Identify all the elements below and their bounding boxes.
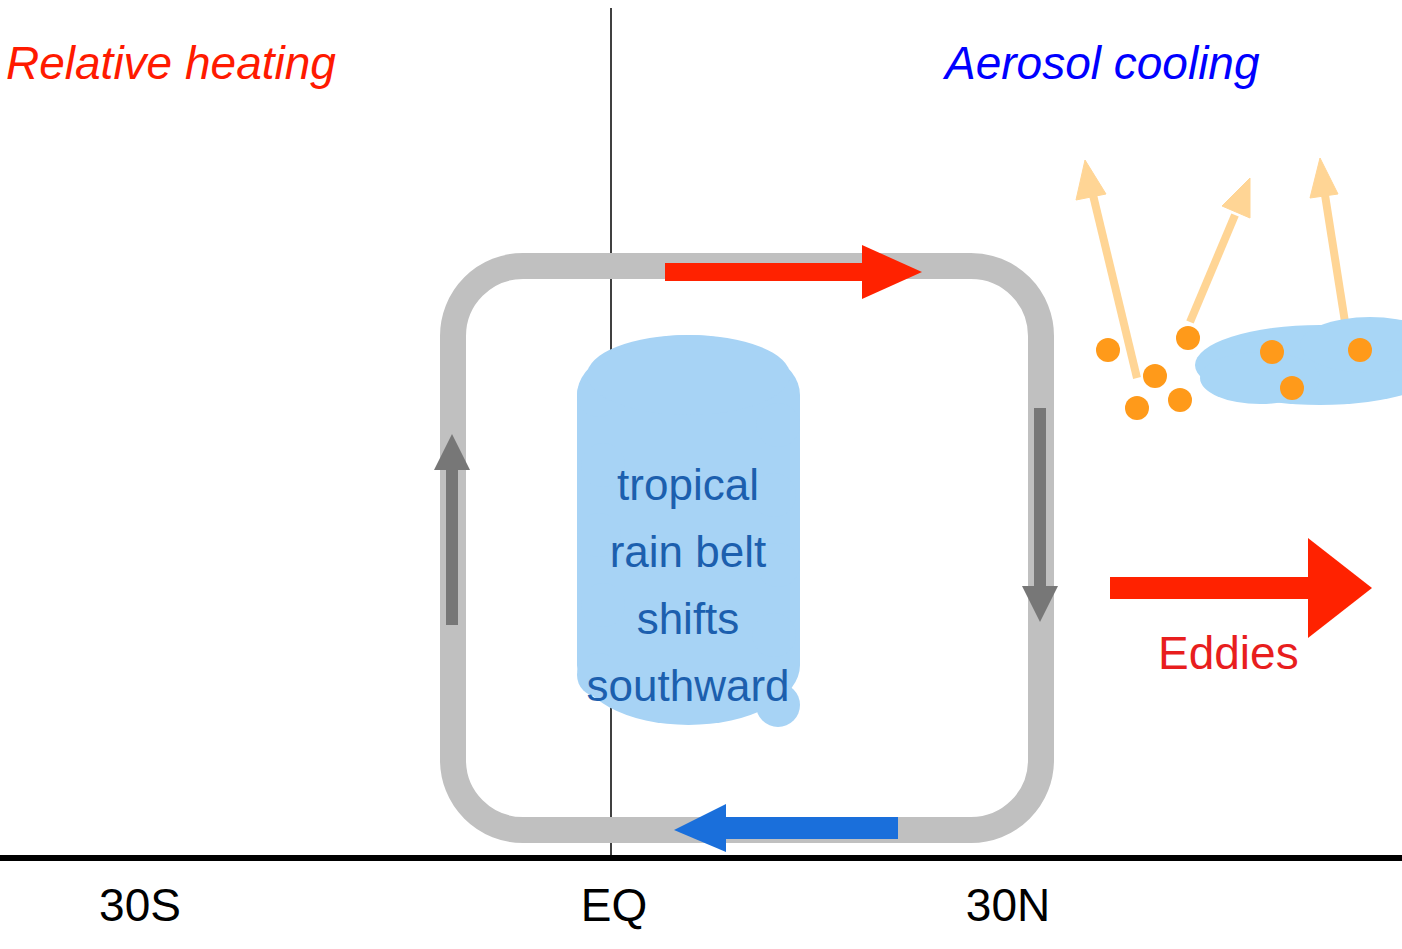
arrow-label: Eddies	[1158, 628, 1299, 679]
upper-flow-arrow	[665, 245, 922, 299]
aerosol-cloud	[1195, 317, 1402, 405]
node-text: tropical rain belt shifts southward	[587, 451, 790, 719]
axis-tick-label: 30S	[99, 880, 181, 931]
region-label: Aerosol cooling	[945, 38, 1260, 89]
rain-belt-cloud: tropical rain belt shifts southward	[567, 325, 810, 735]
latitude-axis	[0, 855, 1402, 861]
sinking-arrow	[1022, 408, 1058, 622]
region-label: Relative heating	[6, 38, 336, 89]
hadley-cell	[453, 266, 1041, 830]
axis-tick-label: EQ	[581, 880, 647, 931]
axis-tick-label: 30N	[966, 880, 1050, 931]
surface-flow-arrow	[674, 804, 898, 852]
rising-arrow	[434, 434, 470, 625]
aerosol-particles	[1096, 326, 1372, 420]
eddies-arrow	[1110, 538, 1372, 638]
